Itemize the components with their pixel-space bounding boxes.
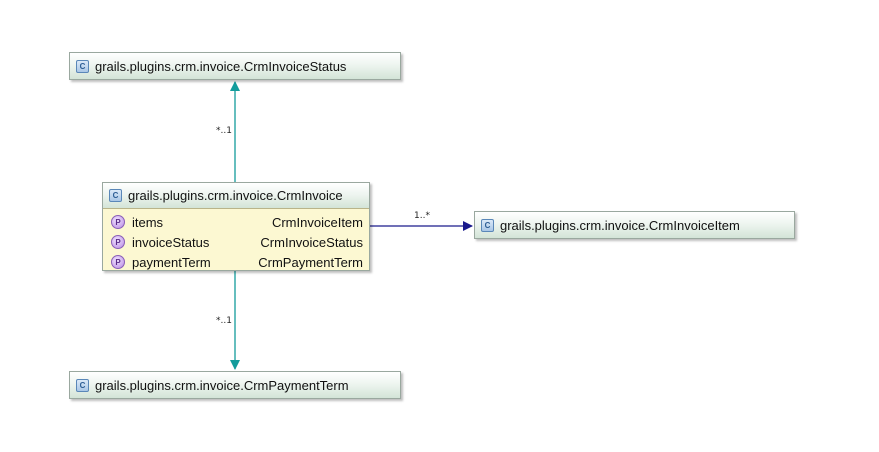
property-icon: P <box>111 215 125 229</box>
property-icon: P <box>111 255 125 269</box>
field-name: items <box>132 214 164 230</box>
class-icon: C <box>481 218 494 232</box>
class-header: C grails.plugins.crm.invoice.CrmInvoice <box>103 183 369 209</box>
field-type: CrmInvoiceStatus <box>260 234 363 250</box>
multiplicity-label-status: *..1 <box>216 126 232 136</box>
class-name: grails.plugins.crm.invoice.CrmPaymentTer… <box>95 377 349 393</box>
field-row-items[interactable]: P items CrmInvoiceItem <box>111 212 363 232</box>
class-header: C grails.plugins.crm.invoice.CrmPaymentT… <box>70 372 400 398</box>
class-crm-payment-term[interactable]: C grails.plugins.crm.invoice.CrmPaymentT… <box>69 371 401 399</box>
class-name: grails.plugins.crm.invoice.CrmInvoiceSta… <box>95 58 347 74</box>
class-name: grails.plugins.crm.invoice.CrmInvoiceIte… <box>500 217 740 233</box>
field-list: P items CrmInvoiceItem P invoiceStatus C… <box>103 209 369 275</box>
field-type: CrmPaymentTerm <box>258 254 363 270</box>
class-crm-invoice-status[interactable]: C grails.plugins.crm.invoice.CrmInvoiceS… <box>69 52 401 80</box>
class-icon: C <box>76 59 89 73</box>
class-name: grails.plugins.crm.invoice.CrmInvoice <box>128 188 343 203</box>
multiplicity-label-item: 1..* <box>414 211 430 221</box>
class-crm-invoice-item[interactable]: C grails.plugins.crm.invoice.CrmInvoiceI… <box>474 211 795 239</box>
property-icon: P <box>111 235 125 249</box>
multiplicity-label-payment-term: *..1 <box>216 316 232 326</box>
field-type: CrmInvoiceItem <box>271 214 363 230</box>
field-name: paymentTerm <box>132 254 211 270</box>
field-row-payment-term[interactable]: P paymentTerm CrmPaymentTerm <box>111 252 363 272</box>
class-icon: C <box>109 189 122 202</box>
class-header: C grails.plugins.crm.invoice.CrmInvoiceI… <box>475 212 794 238</box>
field-row-invoice-status[interactable]: P invoiceStatus CrmInvoiceStatus <box>111 232 363 252</box>
class-icon: C <box>76 378 89 392</box>
class-crm-invoice[interactable]: C grails.plugins.crm.invoice.CrmInvoice … <box>102 182 370 271</box>
field-name: invoiceStatus <box>132 234 210 250</box>
class-header: C grails.plugins.crm.invoice.CrmInvoiceS… <box>70 53 400 79</box>
